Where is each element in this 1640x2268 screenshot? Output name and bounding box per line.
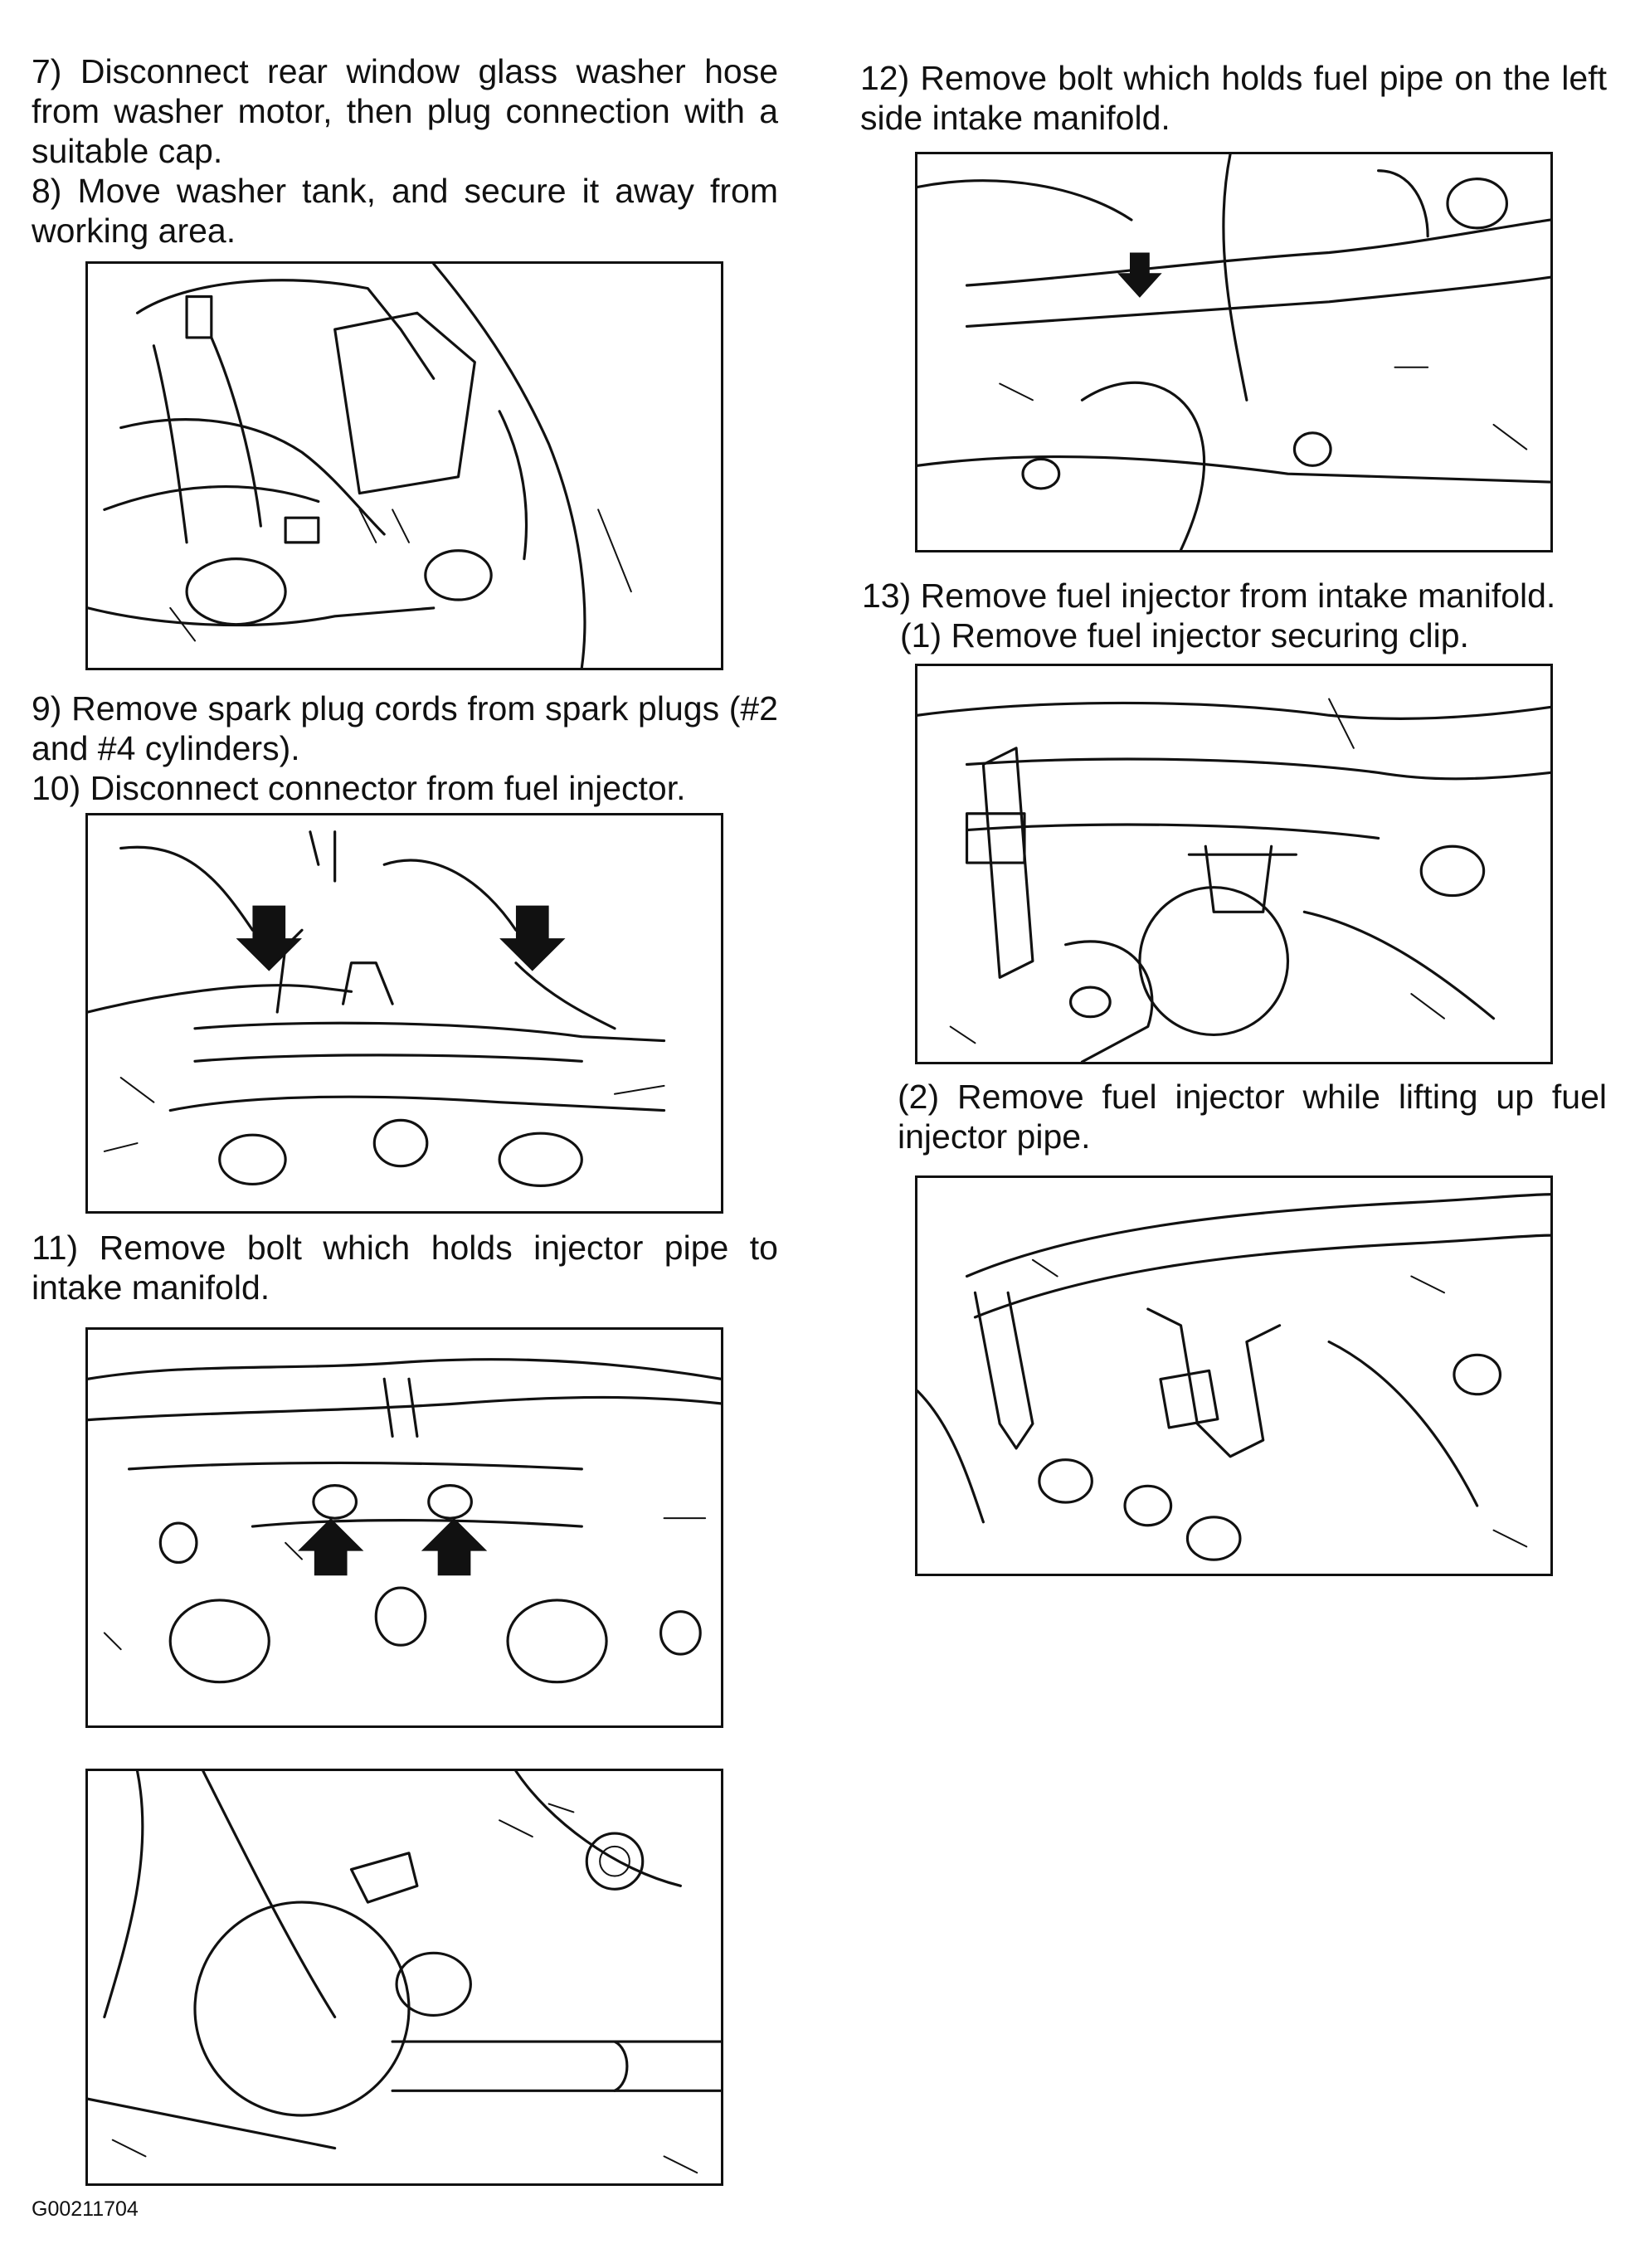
arrow-bolt-left (298, 1518, 364, 1576)
step-13-1: (1) Remove fuel injector securing clip. (900, 616, 1469, 655)
arrow-bolt-right (421, 1518, 488, 1576)
figure-intake-manifold (85, 1769, 723, 2186)
figure-washer-tank (85, 261, 723, 670)
figure-fuel-pipe-bolt (915, 152, 1553, 552)
step-13: 13) Remove fuel injector from intake man… (862, 577, 1556, 615)
arrow-right-injector (499, 905, 566, 971)
step-11: 11) Remove bolt which holds injector pip… (32, 1229, 778, 1307)
step-7-8-text: 7) Disconnect rear window glass washer h… (32, 51, 778, 251)
figure-injector-clip (915, 664, 1553, 1064)
step-13-2-text: (2) Remove fuel injector while lifting u… (898, 1077, 1607, 1156)
step-13-text: 13) Remove fuel injector from intake man… (860, 576, 1607, 655)
arrow-fuel-pipe-bolt (1117, 252, 1162, 298)
step-12: 12) Remove bolt which holds fuel pipe on… (860, 59, 1607, 137)
step-9: 9) Remove spark plug cords from spark pl… (32, 689, 778, 767)
step-7: 7) Disconnect rear window glass washer h… (32, 52, 778, 170)
step-8: 8) Move washer tank, and secure it away … (32, 172, 778, 250)
figure-injector-pipe-bolts (85, 1327, 723, 1728)
step-13-2: (2) Remove fuel injector while lifting u… (898, 1078, 1607, 1156)
arrow-left-injector (236, 905, 302, 971)
step-12-text: 12) Remove bolt which holds fuel pipe on… (860, 58, 1607, 138)
step-11-text: 11) Remove bolt which holds injector pip… (32, 1228, 778, 1307)
figure-injector-connector (85, 813, 723, 1214)
figure-code: G00211704 (32, 2197, 139, 2221)
figure-injector-removal (915, 1175, 1553, 1576)
step-9-10-text: 9) Remove spark plug cords from spark pl… (32, 689, 778, 808)
step-10: 10) Disconnect connector from fuel injec… (32, 769, 686, 807)
